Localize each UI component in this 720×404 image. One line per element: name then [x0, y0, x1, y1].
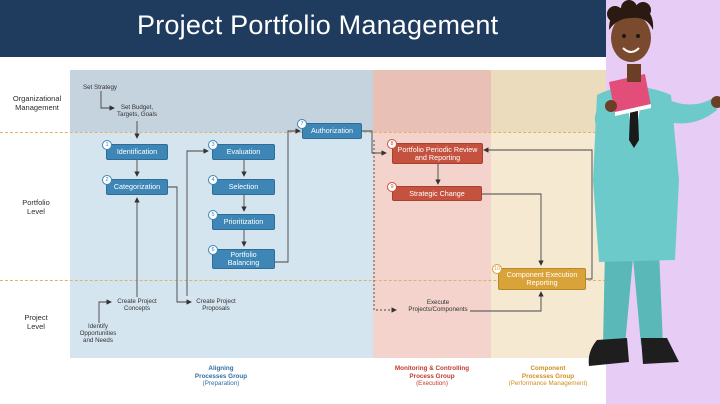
categorization-box: Categorization — [106, 179, 168, 195]
periodic-review-box: Portfolio Periodic Review and Reporting — [392, 143, 483, 164]
identify-needs-text: Identify Opportunities and Needs — [79, 323, 117, 344]
component-group-label: Component Processes Group (Performance M… — [508, 365, 588, 387]
step-10-badge: 10 — [492, 264, 502, 274]
step-6-badge: 6 — [208, 245, 218, 255]
title-banner: Project Portfolio Management — [0, 0, 720, 57]
step-9-badge: 9 — [387, 182, 397, 192]
evaluation-box: Evaluation — [212, 144, 275, 160]
aligning-group-label: Aligning Processes Group (Preparation) — [194, 365, 248, 387]
step-4-badge: 4 — [208, 175, 218, 185]
row-label-organizational: Organizational Management — [12, 94, 62, 112]
set-strategy-text: Set Strategy — [82, 84, 118, 91]
step-3-badge: 3 — [208, 140, 218, 150]
set-budget-text: Set Budget, Targets, Goals — [117, 104, 157, 118]
create-concepts-text: Create Project Concepts — [117, 298, 157, 312]
create-proposals-text: Create Project Proposals — [196, 298, 236, 312]
step-5-badge: 5 — [208, 210, 218, 220]
monitoring-group-label: Monitoring & Controlling Process Group (… — [394, 365, 470, 387]
step-8-badge: 8 — [387, 139, 397, 149]
org-band-overlay — [70, 70, 373, 132]
row-label-project: Project Level — [24, 313, 48, 331]
monitoring-org-band — [373, 70, 491, 132]
presenter-illustration — [588, 0, 720, 366]
selection-box: Selection — [212, 179, 275, 195]
component-reporting-box: Component Execution Reporting — [498, 268, 586, 290]
authorization-box: Authorization — [302, 123, 362, 139]
portfolio-project-divider — [0, 280, 606, 281]
step-2-badge: 2 — [102, 175, 112, 185]
prioritization-box: Prioritization — [212, 214, 275, 230]
row-label-portfolio: Portfolio Level — [22, 198, 50, 216]
component-org-band — [491, 70, 606, 132]
strategic-change-box: Strategic Change — [392, 186, 482, 201]
step-7-badge: 7 — [297, 119, 307, 129]
page-title: Project Portfolio Management — [137, 10, 499, 40]
step-1-badge: 1 — [102, 140, 112, 150]
execute-projects-text: Execute Projects/Components — [408, 299, 468, 313]
identification-box: Identification — [106, 144, 168, 160]
portfolio-balancing-box: Portfolio Balancing — [212, 249, 275, 269]
